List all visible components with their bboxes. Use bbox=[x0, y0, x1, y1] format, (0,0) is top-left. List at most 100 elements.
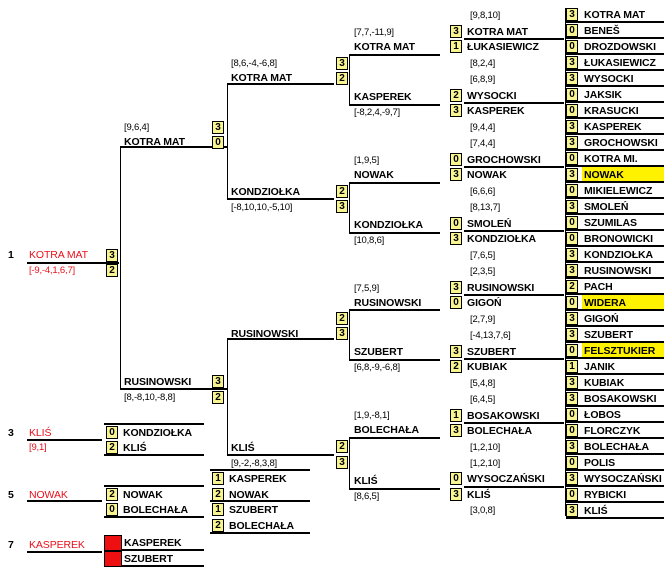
fifth-f-box: 2 bbox=[212, 519, 224, 532]
seventh-mid-line bbox=[122, 549, 204, 551]
semi-top-box-2: 0 bbox=[212, 136, 224, 149]
r32-name-2a: WYSOCKI bbox=[467, 90, 517, 102]
q1-winner: KOTRA MAT bbox=[231, 72, 292, 84]
r32-box-5b: 0 bbox=[450, 296, 462, 309]
r64-player-name: GIGOŃ bbox=[584, 313, 619, 325]
r16-score-5: [7,5,9] bbox=[354, 283, 380, 294]
q2-line bbox=[227, 198, 334, 200]
seventh-red-box-b bbox=[104, 551, 122, 567]
r64-line bbox=[566, 133, 664, 135]
q4-box-2: 3 bbox=[336, 456, 348, 469]
r64-player-name: DROZDOWSKI bbox=[584, 41, 656, 53]
r32-mid-5 bbox=[464, 294, 564, 296]
r64-line bbox=[566, 117, 664, 119]
r32-name-7b: BOLECHAŁA bbox=[467, 425, 533, 437]
r32-box-2a: 2 bbox=[450, 89, 462, 102]
r32-name-4b: KONDZIOŁKA bbox=[467, 233, 536, 245]
r32-score-2b: [6,8,9] bbox=[470, 74, 496, 85]
semi-bottom-box-2: 2 bbox=[212, 391, 224, 404]
r64-line bbox=[566, 389, 664, 391]
r32-score-6b: [-4,13,7,6] bbox=[470, 330, 511, 341]
r64-line bbox=[566, 181, 664, 183]
fifth-cd-bottom bbox=[210, 500, 310, 502]
seed-3-label: 3 bbox=[8, 427, 14, 439]
r16-score-8: [8,6,5] bbox=[354, 491, 380, 502]
fifth-box-a: 2 bbox=[106, 488, 118, 501]
seed-7-label: 7 bbox=[8, 539, 14, 551]
r16-score-7: [1,9,-8,1] bbox=[354, 410, 390, 421]
q3-box-1: 2 bbox=[336, 312, 348, 325]
r64-player-name: FELSZTUKIER bbox=[584, 345, 656, 357]
r32-score-8b: [1,2,10] bbox=[470, 458, 501, 469]
r64-player-name: GROCHOWSKI bbox=[584, 137, 658, 149]
q1-line bbox=[227, 83, 334, 85]
r64-score-box: 0 bbox=[566, 488, 578, 501]
r32-box-6a: 3 bbox=[450, 345, 462, 358]
r32-name-6b: KUBIAK bbox=[467, 361, 508, 373]
third-bottom-line bbox=[104, 454, 204, 456]
r32-mid-1 bbox=[464, 38, 564, 40]
r64-player-name: RYBICKI bbox=[584, 489, 627, 501]
q4-line bbox=[227, 454, 334, 456]
r64-score-box: 0 bbox=[566, 104, 578, 117]
q2-score: [-8,10,10,-5,10] bbox=[231, 202, 293, 213]
r64-score-box: 0 bbox=[566, 88, 578, 101]
r64-player-name: BRONOWICKI bbox=[584, 233, 653, 245]
r32-box-3b: 3 bbox=[450, 168, 462, 181]
r64-score-box: 3 bbox=[566, 312, 578, 325]
r16-name-7: BOLECHAŁA bbox=[354, 424, 420, 436]
semi-top-box-1: 3 bbox=[212, 121, 224, 134]
r64-line bbox=[566, 37, 664, 39]
r16-conn-4 bbox=[349, 438, 350, 489]
q2-box-1: 2 bbox=[336, 185, 348, 198]
r32-score-8: [1,2,10] bbox=[470, 442, 501, 453]
r64-player-name: KOTRA MI. bbox=[584, 153, 638, 165]
r16-line-7 bbox=[349, 437, 440, 439]
final-score-box-1: 3 bbox=[106, 249, 118, 262]
r16-name-6: SZUBERT bbox=[354, 346, 403, 358]
fifth-ef-bottom bbox=[210, 532, 310, 534]
quarter-top-connector bbox=[227, 84, 228, 199]
r64-line bbox=[566, 469, 664, 471]
r32-name-4a: SMOLEŃ bbox=[467, 218, 512, 230]
seventh-red-box-a bbox=[104, 535, 122, 551]
final-score-box-2: 2 bbox=[106, 264, 118, 277]
r64-score-box: 0 bbox=[566, 456, 578, 469]
r16-line-6 bbox=[349, 359, 440, 361]
r64-score-box: 0 bbox=[566, 184, 578, 197]
r64-line bbox=[566, 101, 664, 103]
r64-line bbox=[566, 53, 664, 55]
seventh-line bbox=[27, 551, 102, 553]
highlight-widera bbox=[582, 294, 664, 309]
fifth-place-label: NOWAK bbox=[29, 489, 68, 501]
r64-line bbox=[566, 373, 664, 375]
r32-box-7a: 1 bbox=[450, 409, 462, 422]
r16-name-5: RUSINOWSKI bbox=[354, 297, 422, 309]
r64-score-box: 3 bbox=[566, 168, 578, 181]
r64-line bbox=[566, 21, 664, 23]
r64-line bbox=[566, 453, 664, 455]
r64-line bbox=[566, 293, 664, 295]
r64-score-box: 3 bbox=[566, 328, 578, 341]
r64-score-box: 0 bbox=[566, 40, 578, 53]
r32-score-5b: [2,3,5] bbox=[470, 266, 496, 277]
fifth-player-a: NOWAK bbox=[123, 489, 163, 501]
r32-score-7b: [6,4,5] bbox=[470, 394, 496, 405]
r32-name-7a: BOSAKOWSKI bbox=[467, 410, 540, 422]
r16-score-2: [-8,2,4,-9,7] bbox=[354, 107, 400, 118]
r64-player-name: KOTRA MAT bbox=[584, 9, 645, 21]
r64-line bbox=[566, 357, 664, 359]
r32-score-4b: [8,13,7] bbox=[470, 202, 501, 213]
semi-top-winner: KOTRA MAT bbox=[124, 136, 185, 148]
q4-score: [9,-2,-8,3,8] bbox=[231, 458, 277, 469]
r32-name-8b: KLIŚ bbox=[467, 489, 491, 501]
r32-name-2b: KASPEREK bbox=[467, 105, 525, 117]
r64-score-box: 0 bbox=[566, 408, 578, 421]
fifth-bottom-line bbox=[104, 516, 204, 518]
fifth-top-line bbox=[104, 485, 204, 487]
r64-player-name: BENEŠ bbox=[584, 25, 620, 37]
r64-line bbox=[566, 437, 664, 439]
r64-line bbox=[566, 197, 664, 199]
semi-bottom-score: [8,-8,10,-8,8] bbox=[124, 392, 176, 403]
r64-score-box: 3 bbox=[566, 56, 578, 69]
